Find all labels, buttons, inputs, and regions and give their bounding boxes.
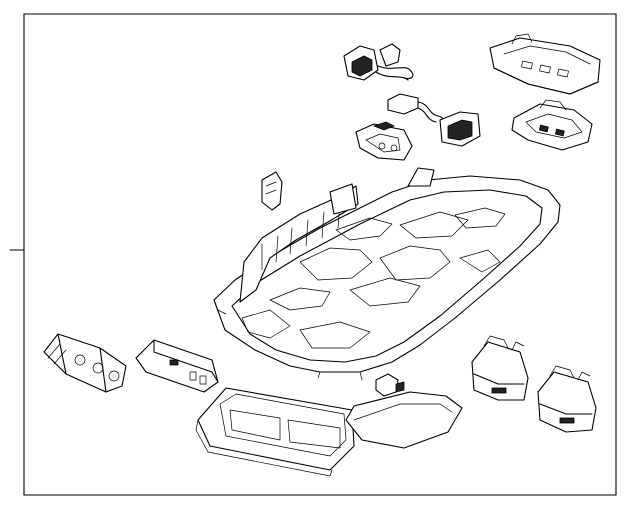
- lamp-lens: [345, 391, 463, 449]
- sunglass-bin-frame: [195, 387, 355, 477]
- retaining-clip: [261, 171, 283, 211]
- control-module-upper-right: [489, 33, 601, 95]
- wiring-harness-lamp: [387, 93, 481, 147]
- diagram-frame: [9, 13, 617, 496]
- switch-module-lower-right-2: [537, 365, 597, 433]
- map-lamp-socket: [355, 121, 413, 161]
- lamp-bulb: [375, 373, 405, 397]
- switch-module-right: [511, 99, 593, 151]
- harness-connector-upper: [343, 43, 414, 81]
- switch-module-lower-right-1: [471, 335, 529, 401]
- overhead-console-housing: [213, 167, 561, 381]
- connector-block-left: [135, 339, 219, 393]
- switch-assembly-left: [43, 333, 127, 393]
